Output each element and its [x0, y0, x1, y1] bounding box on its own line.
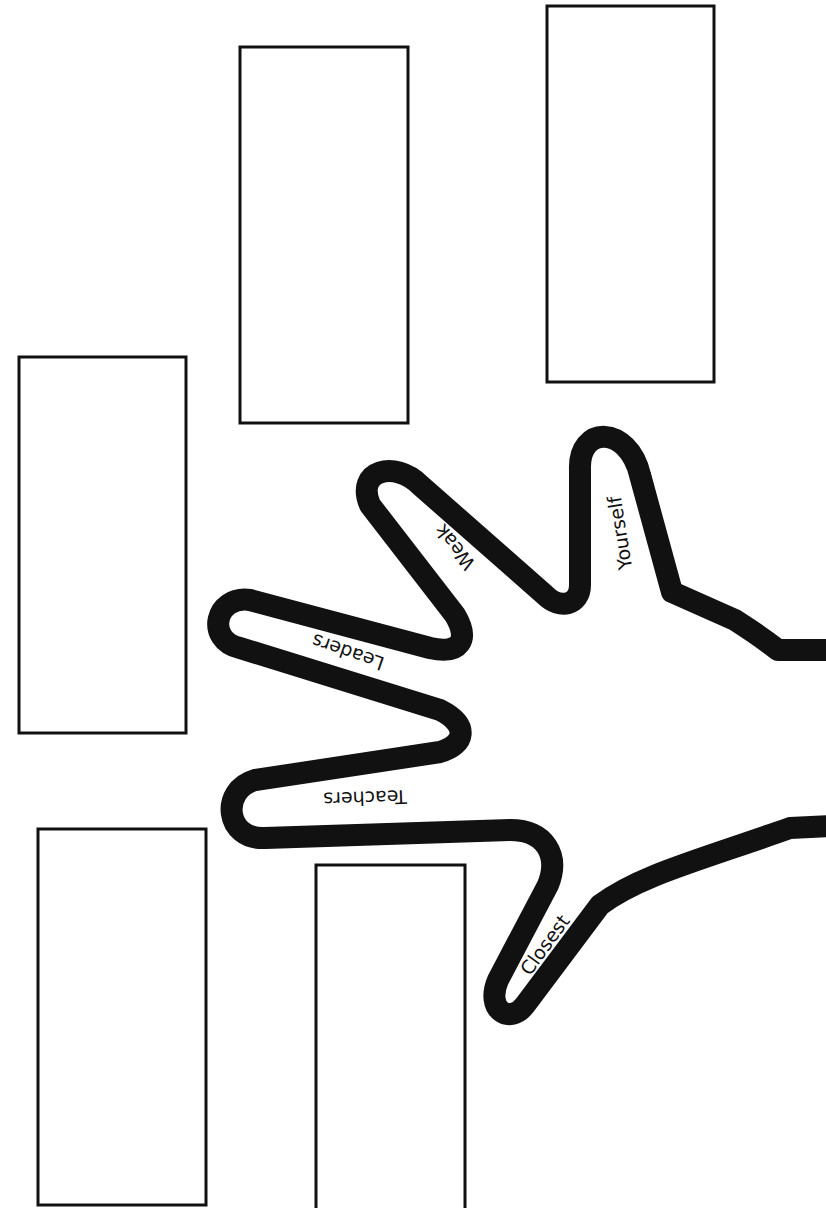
finger-label: Teachers	[323, 787, 407, 809]
blank-box	[240, 47, 408, 423]
hand-outline	[218, 437, 826, 1014]
blank-box	[547, 6, 714, 382]
blank-box	[19, 357, 186, 733]
blank-box	[316, 865, 465, 1208]
finger-label: Closest	[517, 911, 573, 978]
blank-box	[38, 829, 206, 1205]
finger-label: Weak	[432, 521, 479, 574]
finger-label: Yourself	[605, 495, 635, 571]
finger-label: Leaders	[309, 631, 386, 673]
